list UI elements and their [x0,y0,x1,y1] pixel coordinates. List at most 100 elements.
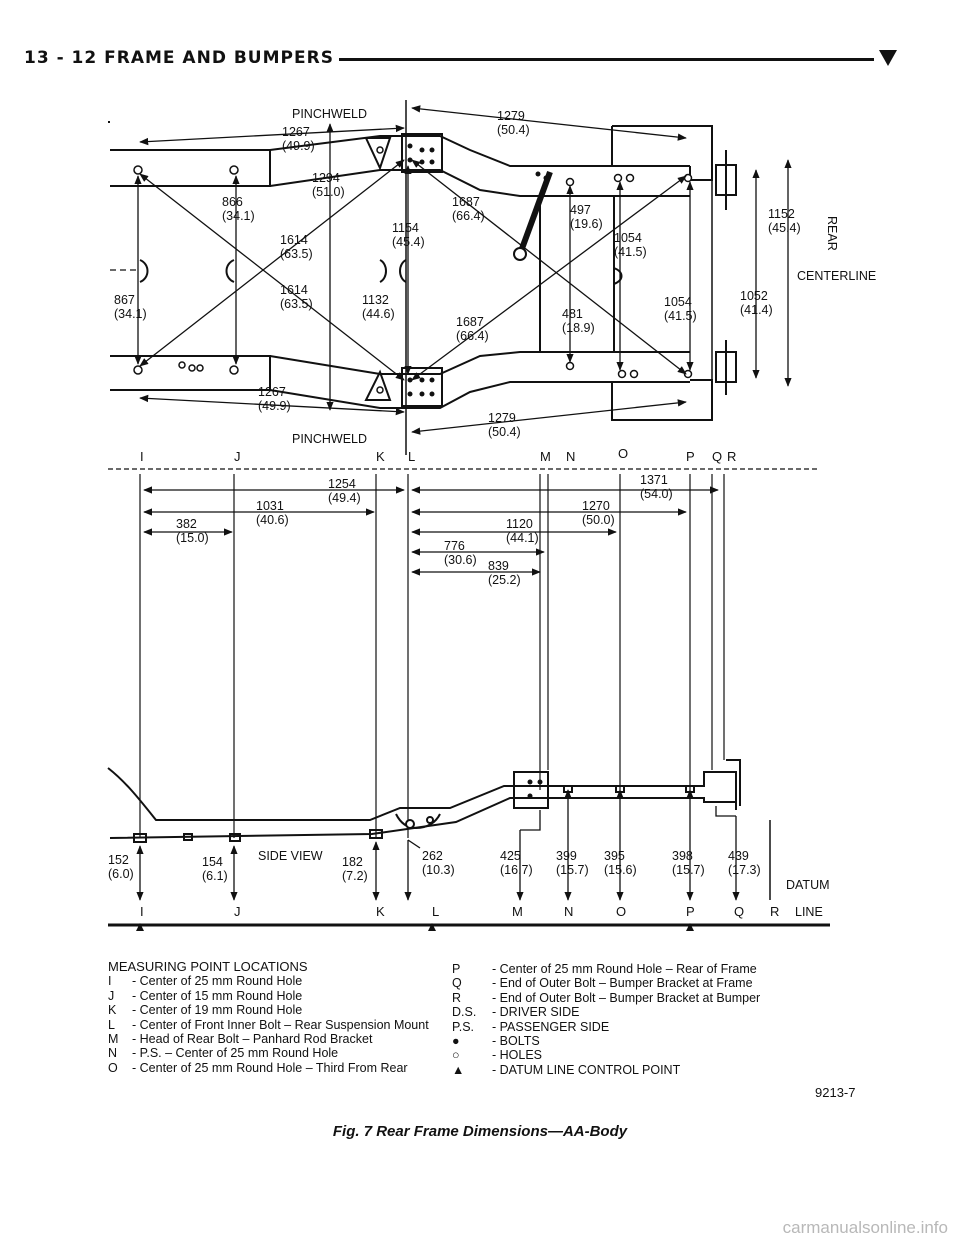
legend-dash: - [492,1005,500,1020]
dimension-d1294: 1294(51.0) [312,171,345,199]
dimension-mm-value: 1614 [280,283,308,297]
diagonal-measurements [139,159,687,381]
dimension-d1267a: 1267(49.9) [282,125,315,153]
dimension-d1279b: 1279(50.4) [488,411,521,439]
legend-right: P- Center of 25 mm Round Hole – Rear of … [452,962,760,1077]
legend-code: ○ [452,1048,460,1063]
dimension-d425: 425(16.7) [500,849,533,877]
legend-code: Q [452,976,462,991]
dimension-inch-value: (34.1) [114,307,147,321]
dimension-mm-value: 1279 [497,109,525,123]
legend-row: J- Center of 15 mm Round Hole [108,989,429,1003]
legend-row: D.S.- DRIVER SIDE [452,1005,760,1019]
side-view-frame [107,759,741,843]
dimension-d1614b: 1614(63.5) [280,283,313,311]
legend-text: HOLES [499,1048,543,1063]
dimension-d398: 398(15.7) [672,849,705,877]
dimension-inch-value: (15.0) [176,531,209,545]
dimension-d776: 776(30.6) [444,539,477,567]
dimension-inch-value: (44.6) [362,307,395,321]
dimension-mm-value: 1687 [456,315,484,329]
legend-text: Center of 25 mm Round Hole – Third From … [139,1060,408,1075]
dimension-d1054b: 1054(41.5) [664,295,697,323]
legend-text: Center of Front Inner Bolt – Rear Suspen… [139,1017,429,1032]
point-letter-r: R [727,449,736,464]
legend-row: O- Center of 25 mm Round Hole – Third Fr… [108,1061,429,1075]
legend-dash: - [492,1062,500,1077]
dimension-mm-value: 1120 [506,517,533,531]
legend-text: DATUM LINE CONTROL POINT [499,1062,681,1077]
dimension-mm-value: 1054 [614,231,642,245]
dimension-d839: 839(25.2) [488,559,521,587]
legend-code: P [452,962,461,976]
dimension-mm-value: 497 [570,203,591,217]
legend-row: Q- End of Outer Bolt – Bumper Bracket at… [452,976,760,990]
point-letter-row: I J K L M N O P Q R [140,446,736,464]
dimension-inch-value: (49.9) [282,139,315,153]
rear-frame-diagram: PINCHWELD PINCHWELD CENTERLINE REAR 1279… [107,100,876,931]
legend-row: P.S.- PASSENGER SIDE [452,1020,760,1034]
dimension-mm-value: 1152 [768,207,795,221]
legend-dash: - [132,974,140,989]
dimension-inch-value: (63.5) [280,247,313,261]
dimension-inch-value: (50.4) [497,123,530,137]
legend-code: ▲ [452,1062,465,1077]
legend-dash: - [132,1046,140,1061]
dimension-mm-value: 1052 [740,289,768,303]
dimension-d1687a: 1687(66.4) [452,195,485,223]
dimension-d1120: 1120(44.1) [506,517,539,545]
legend-text: DRIVER SIDE [499,1005,580,1020]
dimension-d1152: 1152(45.4) [768,207,801,235]
side-view-labels: SIDE VIEW DATUM LINE 152(6.0) 154(6.1) 1… [108,849,830,919]
dimension-inch-value: (19.6) [570,217,603,231]
legend-dash: - [492,1019,500,1034]
dimension-d395: 395(15.6) [604,849,637,877]
legend-text: BOLTS [499,1034,540,1049]
dimension-inch-value: (50.0) [582,513,615,527]
figure-caption: Fig. 7 Rear Frame Dimensions—AA-Body [332,1123,628,1140]
dimension-mm-value: 395 [604,849,625,863]
point-letter-l: L [408,449,415,464]
legend-row: K- Center of 19 mm Round Hole [108,1003,429,1017]
dimension-d1054a: 1054(41.5) [614,231,647,259]
dimension-inch-value: (18.9) [562,321,595,335]
dimension-d481: 481(18.9) [562,307,595,335]
point-letter-o: O [618,446,628,461]
dimension-mm-value: 1371 [640,473,668,487]
legend-code: R [452,990,462,1005]
dimension-inch-value: (16.7) [500,863,533,877]
legend-code: N [108,1046,118,1061]
dimension-inch-value: (40.6) [256,513,289,527]
point-letter-r: R [770,904,779,919]
dimension-mm-value: 398 [672,849,693,863]
watermark: carmanualsonline.info [782,1218,948,1237]
dimension-d1270: 1270(50.0) [582,499,615,527]
dimension-inch-value: (63.5) [280,297,313,311]
side-view-dimension-lines [136,789,771,901]
side-view-label: SIDE VIEW [258,849,323,863]
point-letter-m: M [512,904,523,919]
legend-text: Center of 15 mm Round Hole [139,988,303,1003]
dimension-mm-value: 1054 [664,295,692,309]
legend-text: Head of Rear Bolt – Panhard Rod Bracket [139,1032,373,1047]
dimension-d439: 439(17.3) [728,849,761,877]
dimension-inch-value: (15.7) [672,863,705,877]
legend-dash: - [492,1048,500,1063]
legend-dash: - [132,988,140,1003]
dimension-mm-value: 1132 [362,293,389,307]
dimension-inch-value: (66.4) [456,329,489,343]
legend-code: O [108,1060,118,1075]
dimension-inch-value: (41.5) [614,245,647,259]
legend-text: End of Outer Bolt – Bumper Bracket at Fr… [499,976,753,991]
legend-code: P.S. [452,1019,475,1034]
dimension-mm-value: 262 [422,849,443,863]
frame-bolts [407,143,549,397]
datum-point-letter-row: I J K L M N O P Q R [140,904,779,919]
top-view-dimension-lines [134,105,792,435]
dimension-inch-value: (30.6) [444,553,477,567]
point-letter-i: I [140,904,144,919]
page-header: 13 - 12 FRAME AND BUMPERS [24,44,924,74]
dimension-d1154: 1154(45.4) [392,221,425,249]
dimension-inch-value: (49.4) [328,491,361,505]
point-letter-j: J [234,449,241,464]
